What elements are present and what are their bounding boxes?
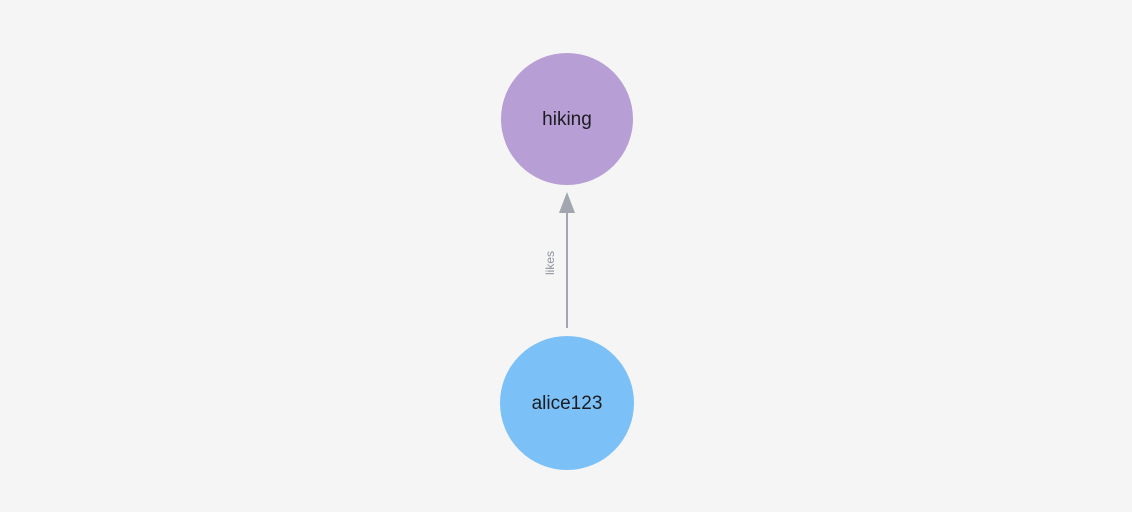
edge-label-likes: likes (543, 250, 557, 276)
node-label-hiking: hiking (542, 108, 592, 130)
edge-line (566, 211, 568, 328)
graph-node-alice123[interactable]: alice123 (500, 336, 634, 470)
graph-node-hiking[interactable]: hiking (501, 53, 633, 185)
arrowhead-up-icon (559, 192, 575, 213)
node-label-alice123: alice123 (531, 392, 603, 414)
